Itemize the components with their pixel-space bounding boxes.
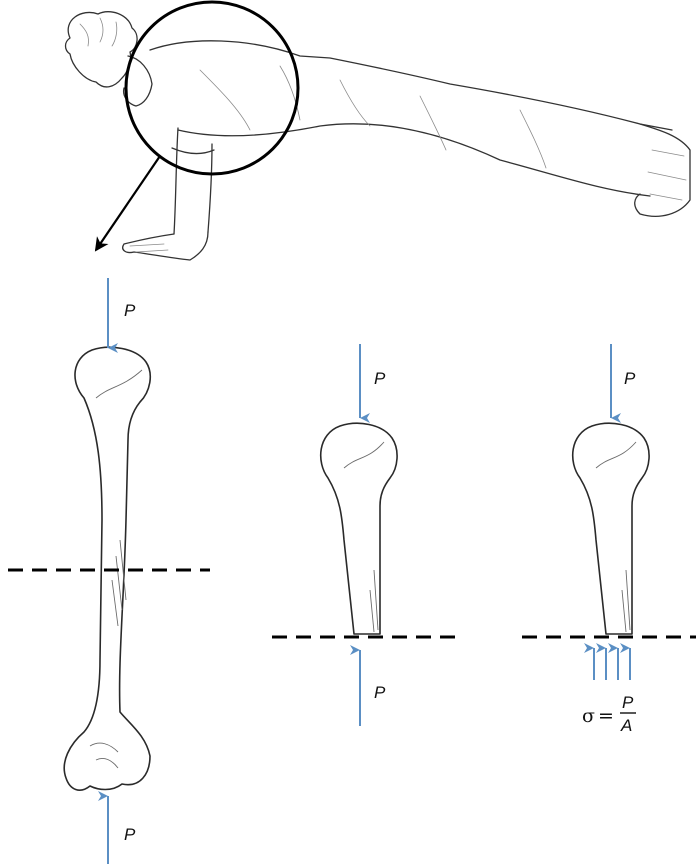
zoom-arrow	[96, 156, 160, 250]
formula-numerator: P	[622, 693, 634, 712]
force-label-middle-top: P	[374, 369, 386, 388]
cut-humerus-middle	[321, 423, 397, 634]
humerus-top-middle-icon	[321, 423, 397, 634]
force-label-middle-bottom: P	[374, 683, 386, 702]
distributed-stress-arrows	[594, 648, 630, 680]
force-label-bottom: P	[124, 825, 136, 844]
force-label-top: P	[124, 301, 136, 320]
equals-sign: =	[598, 705, 614, 727]
stress-symbol: σ	[582, 705, 595, 727]
formula-denominator: A	[620, 716, 632, 735]
push-up-figure	[66, 2, 691, 260]
stress-formula: σ = P A	[582, 693, 636, 735]
cut-humerus-right	[573, 423, 649, 634]
force-label-right-top: P	[624, 369, 636, 388]
humerus-top-right-icon	[573, 423, 649, 634]
